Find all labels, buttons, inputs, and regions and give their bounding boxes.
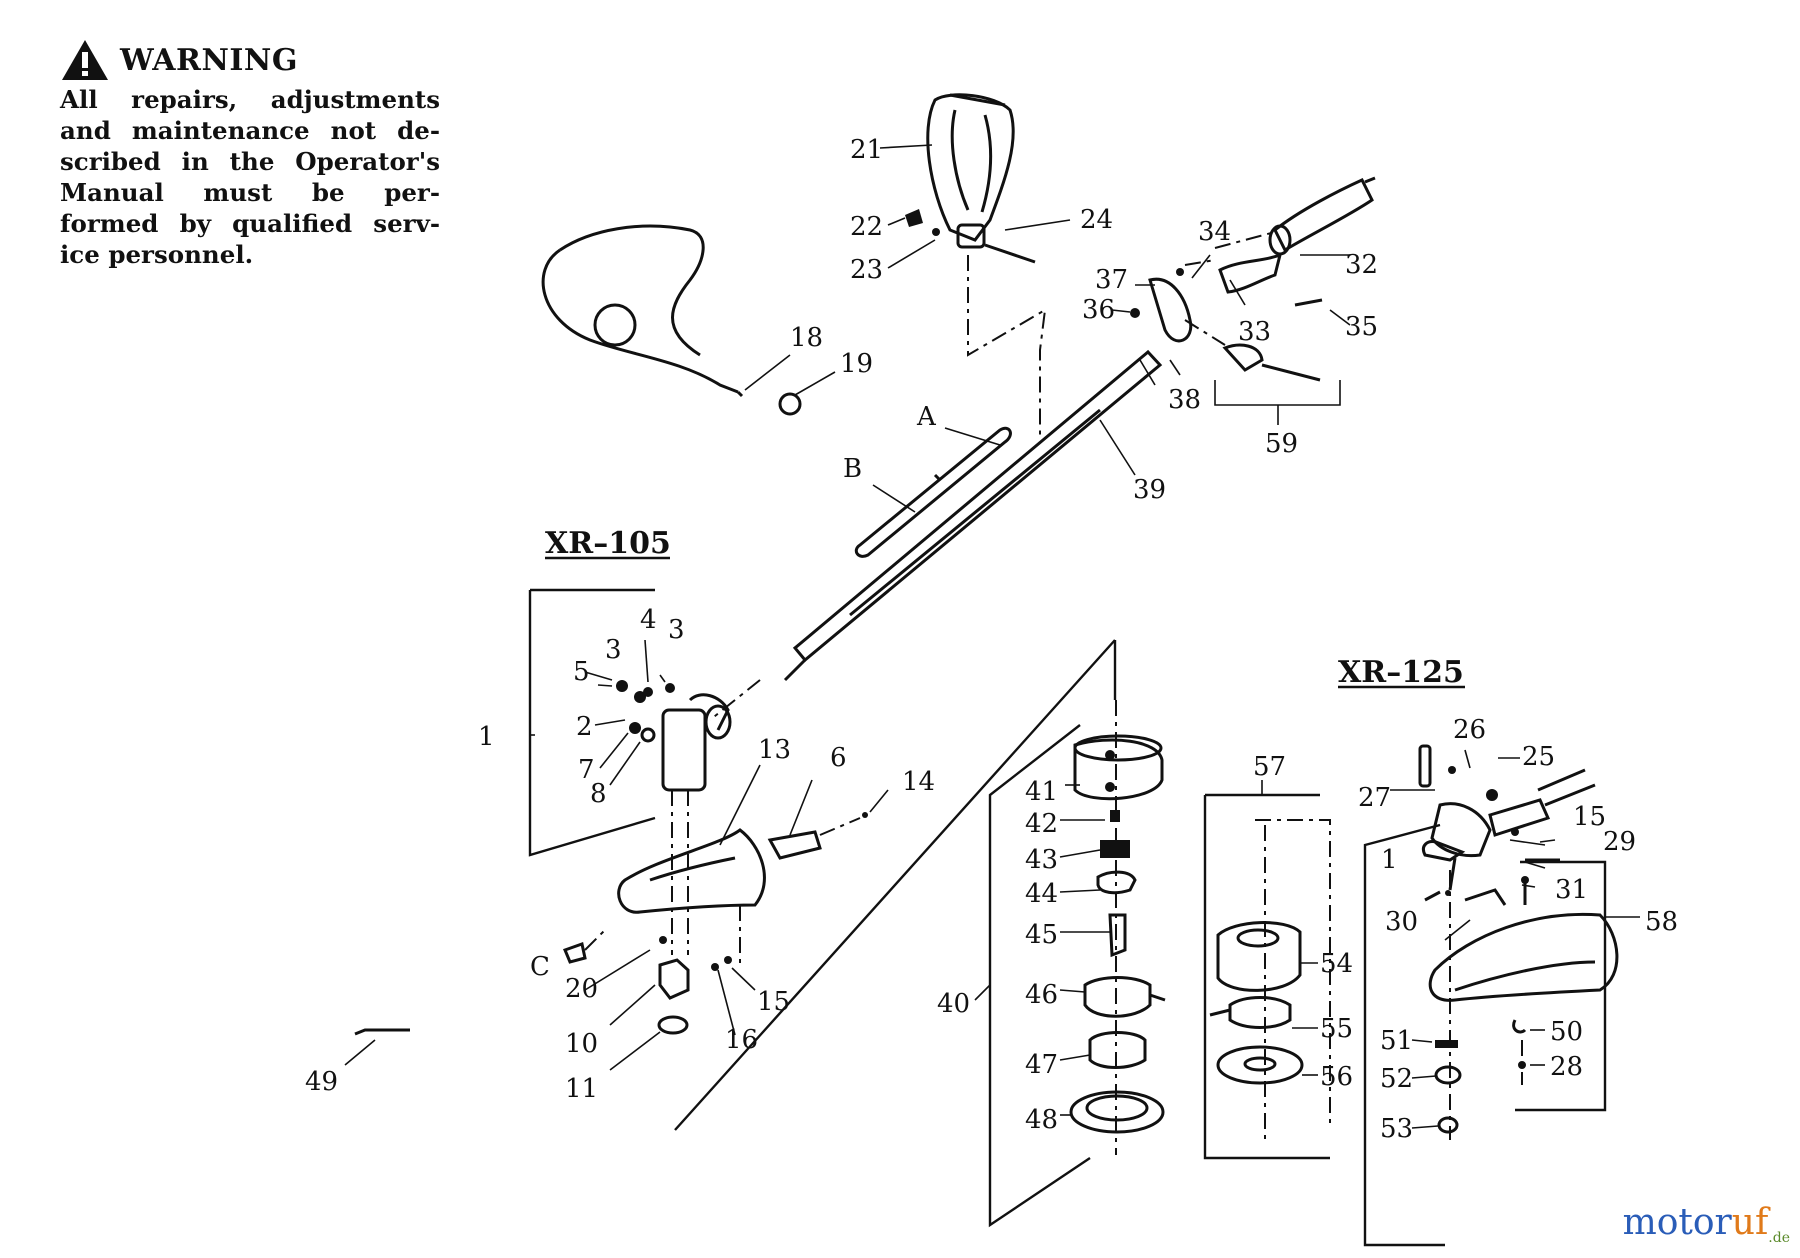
part-label: 44 <box>1025 879 1058 909</box>
part-label: 30 <box>1385 907 1418 937</box>
part-label: 46 <box>1025 980 1058 1010</box>
drive-shaft-drawing <box>709 349 1163 721</box>
part-label: 16 <box>725 1025 758 1055</box>
part-label: 45 <box>1025 920 1058 950</box>
part-label: 31 <box>1555 875 1588 905</box>
part-label: 13 <box>758 735 791 765</box>
part-label: 22 <box>850 212 883 242</box>
part-label: 18 <box>790 323 823 353</box>
part-label: 8 <box>590 779 607 809</box>
part-label: 50 <box>1550 1017 1583 1047</box>
part-label: 27 <box>1358 783 1391 813</box>
part-label: 42 <box>1025 809 1058 839</box>
spool-kit-57-drawing <box>1203 780 1331 1160</box>
part-label: 19 <box>840 349 873 379</box>
warning-line: ice personnel. <box>60 240 254 269</box>
part-label: C <box>530 952 550 982</box>
part-label: 54 <box>1320 949 1353 979</box>
watermark-text-a: motor <box>1622 1201 1732 1243</box>
part-label: 36 <box>1082 295 1115 325</box>
part-label: 59 <box>1265 429 1298 459</box>
part-label: 34 <box>1198 217 1231 247</box>
part-label: 47 <box>1025 1050 1058 1080</box>
part-label: A <box>916 402 937 432</box>
part-label: 1 <box>478 722 495 752</box>
part-label: 49 <box>305 1067 338 1097</box>
warning-line: scribed in the Operator's <box>60 147 440 176</box>
shoulder-strap-drawing <box>541 224 836 416</box>
part-label: 3 <box>668 615 685 645</box>
xr105-head-drawing <box>344 588 889 1071</box>
part-label: 41 <box>1025 777 1058 807</box>
warning-line: formed by qualified serv- <box>60 209 440 238</box>
part-label: 35 <box>1345 312 1378 342</box>
warning-block: WARNING All repairs, adjustments and mai… <box>60 38 440 270</box>
part-label: 51 <box>1380 1026 1413 1056</box>
part-label: 2 <box>576 712 593 742</box>
part-label: 1 <box>1381 845 1398 875</box>
part-label: 10 <box>565 1029 598 1059</box>
model-label-xr105: XR–105 <box>545 526 671 561</box>
loop-handle-drawing <box>879 93 1071 440</box>
part-label: 26 <box>1453 715 1486 745</box>
part-label: 23 <box>850 255 883 285</box>
part-label: 37 <box>1095 265 1128 295</box>
part-label: 25 <box>1522 742 1555 772</box>
warning-title: WARNING <box>120 42 298 78</box>
part-label: 3 <box>605 635 622 665</box>
watermark-text-b: uf <box>1731 1201 1769 1243</box>
part-label: 55 <box>1320 1014 1353 1044</box>
part-label: 15 <box>757 987 790 1017</box>
part-labels: 18 19 21 22 23 24 34 32 37 36 33 35 38 5… <box>305 135 1678 1144</box>
xr125-head-drawing <box>1363 744 1640 1247</box>
part-label: 58 <box>1645 907 1678 937</box>
spool-assembly-40-drawing <box>674 639 1166 1228</box>
warning-line: and maintenance not de- <box>60 116 440 145</box>
part-label: 21 <box>850 135 883 165</box>
warning-line: All repairs, adjustments <box>60 85 440 114</box>
part-label: 15 <box>1573 802 1606 832</box>
part-label: 28 <box>1550 1052 1583 1082</box>
part-label: 56 <box>1320 1062 1353 1092</box>
part-label: 29 <box>1603 827 1636 857</box>
watermark-logo: motoruf.de <box>1623 1202 1790 1246</box>
part-label: 38 <box>1168 385 1201 415</box>
part-label: 57 <box>1253 752 1286 782</box>
part-label: 6 <box>830 743 847 773</box>
warning-text: All repairs, adjustments and maintenance… <box>60 84 440 270</box>
part-label: 40 <box>937 989 970 1019</box>
part-label: 43 <box>1025 845 1058 875</box>
part-label: 39 <box>1133 475 1166 505</box>
part-label: 24 <box>1080 205 1113 235</box>
throttle-assembly-drawing <box>1111 176 1376 425</box>
model-label-xr125: XR–125 <box>1338 655 1464 690</box>
warning-line: Manual must be per- <box>60 178 440 207</box>
part-label: 52 <box>1380 1064 1413 1094</box>
part-label: 11 <box>565 1074 598 1104</box>
part-label: 33 <box>1238 317 1271 347</box>
part-label: 4 <box>640 605 657 635</box>
part-label: 32 <box>1345 250 1378 280</box>
part-label: 20 <box>565 974 598 1004</box>
part-label: 5 <box>573 657 590 687</box>
part-label: 7 <box>578 755 595 785</box>
watermark-tld: .de <box>1768 1230 1790 1246</box>
part-label: 48 <box>1025 1105 1058 1135</box>
part-label: 14 <box>902 767 935 797</box>
part-label: 53 <box>1380 1114 1413 1144</box>
warning-triangle-icon <box>62 40 108 80</box>
part-label: B <box>843 454 862 484</box>
